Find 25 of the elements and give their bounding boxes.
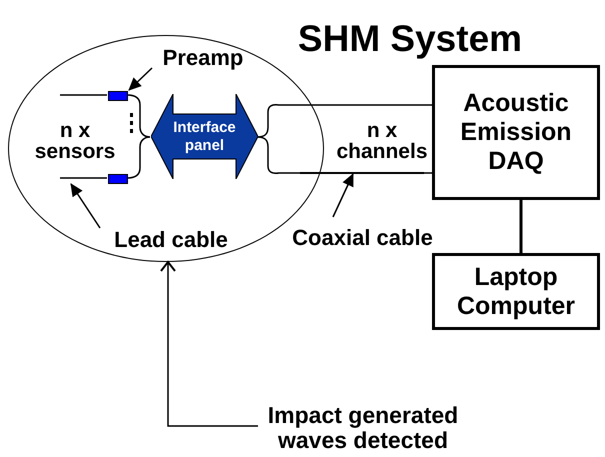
process-box [432,253,600,330]
interface-panel-arrow [151,94,258,179]
box-label: Laptop Computer [456,262,576,320]
leader-arrow [332,173,354,218]
leader-arrow [128,67,153,91]
connector-line [520,200,522,253]
sensor-count-label: n x sensors [34,118,116,165]
callout-text: Impact generated waves detected [258,402,468,454]
arrow [160,261,258,427]
panel-label: Interface panel [172,119,237,154]
box-label: Acoustic Emission DAQ [459,89,573,176]
preamp-block [108,174,128,184]
callout-text: Lead cable [101,227,241,253]
coaxial-line [256,104,432,138]
connector-line [126,94,150,138]
diagram-title: SHM System [296,17,524,61]
preamp-block [108,91,128,101]
leader-arrow [70,183,101,228]
connector-line [126,136,150,179]
channel-count-label: n x channels [335,120,429,162]
callout-text: Preamp [153,45,253,71]
lead-wire [60,94,107,96]
process-box [432,65,600,200]
callout-text: Coaxial cable [285,225,440,251]
lead-wire [60,177,107,179]
